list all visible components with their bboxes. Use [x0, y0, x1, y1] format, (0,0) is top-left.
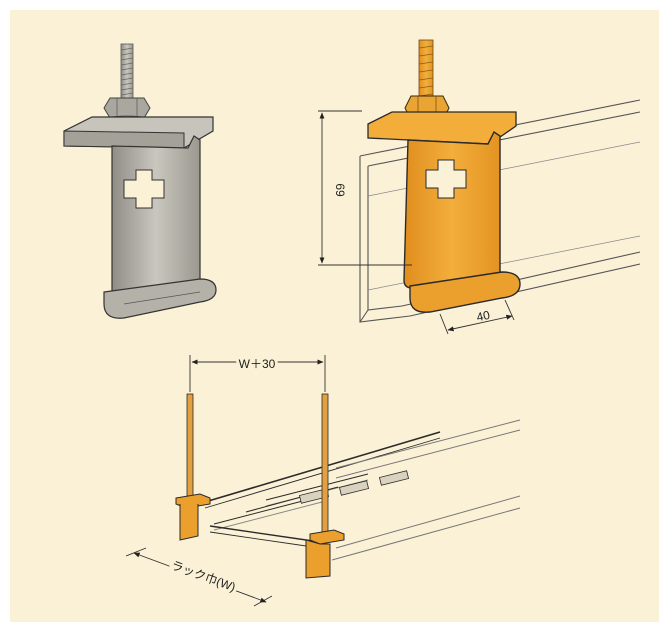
rack-rung-block-2	[338, 480, 370, 496]
cable-rack-assembly: W＋30 ラック巾(W)	[125, 354, 521, 607]
height-dimension	[318, 110, 412, 266]
steel-cross-slot	[123, 169, 165, 209]
channel-assembly: 69 40	[318, 39, 641, 335]
steel-bracket	[63, 43, 217, 319]
rack-rung-block-3	[378, 470, 410, 486]
width-dimension-label: 40	[475, 308, 491, 325]
rod-spacing-label: W＋30	[239, 357, 276, 371]
height-dimension-label: 69	[333, 183, 347, 197]
steel-threaded-rod	[120, 43, 134, 107]
left-hanger-rod	[175, 393, 211, 541]
steel-bracket-body	[111, 135, 201, 295]
orange-bracket	[367, 39, 521, 313]
rack-width-dimension	[125, 547, 273, 607]
rod-spacing-dimension	[189, 355, 326, 392]
rack-width-label: ラック巾(W)	[169, 558, 237, 594]
rack-near-rail	[209, 525, 321, 549]
rack-tray-side	[331, 419, 521, 561]
right-hanger-rod	[305, 393, 345, 579]
width-dimension	[439, 299, 515, 335]
